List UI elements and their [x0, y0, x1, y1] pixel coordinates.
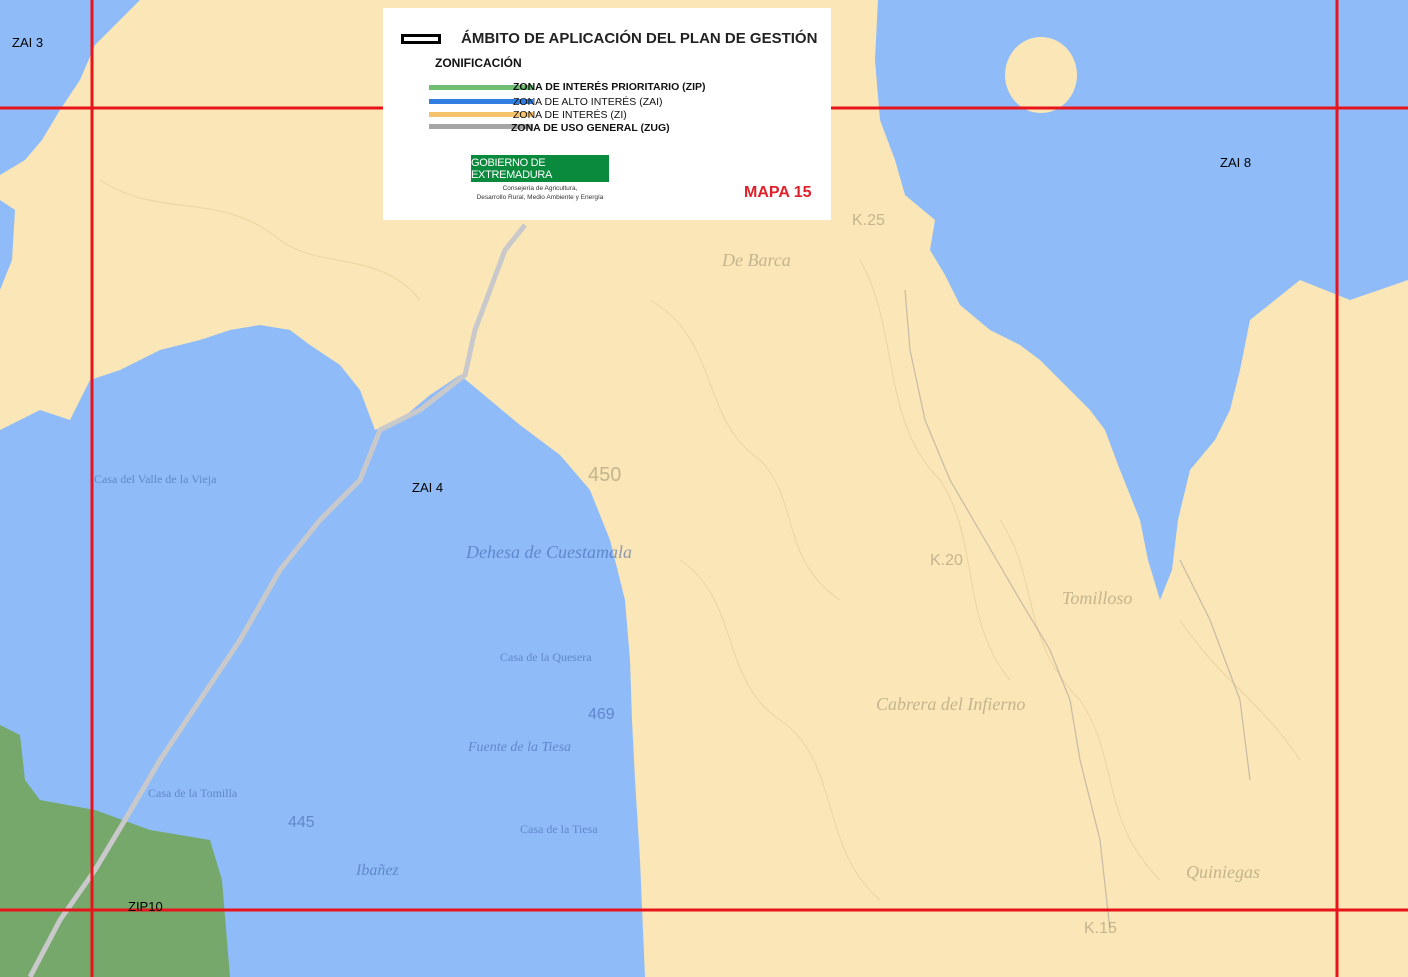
swatch-zi [429, 112, 533, 117]
place-casa-tomilla: Casa de la Tomilla [148, 786, 238, 800]
place-h450: 450 [588, 464, 622, 486]
place-de-barca: De Barca [722, 250, 791, 270]
legend-label-zip: ZONA DE INTERÉS PRIORITARIO (ZIP) [513, 81, 706, 93]
roads [27, 223, 527, 977]
zone-label-zai8: ZAI 8 [1220, 155, 1252, 170]
place-fuente: Fuente de la Tiesa [468, 740, 572, 755]
zone-label-zai4: ZAI 4 [412, 480, 444, 495]
place-casa-tiesa: Casa de la Tiesa [520, 822, 598, 836]
legend-panel: ÁMBITO DE APLICACIÓN DEL PLAN DE GESTIÓN… [383, 8, 831, 220]
zai8-area [875, 0, 1408, 600]
zone-label-zai3: ZAI 3 [12, 35, 44, 50]
place-quiniegas: Quiniegas [1186, 862, 1260, 882]
zai4-area [0, 325, 645, 977]
legend-entry-zug [429, 124, 533, 129]
swatch-zip [429, 85, 533, 90]
place-h469: 469 [588, 706, 615, 723]
map-number: MAPA 15 [744, 184, 812, 201]
zone-label-zip10: ZIP10 [128, 899, 163, 914]
legend-entry-zip [429, 85, 533, 90]
legend-title: ÁMBITO DE APLICACIÓN DEL PLAN DE GESTIÓN [461, 30, 818, 47]
legend-label-zai: ZONA DE ALTO INTERÉS (ZAI) [513, 96, 663, 108]
swatch-zai [429, 99, 533, 104]
place-h445: 445 [288, 814, 315, 831]
place-dehesa: Dehesa de Cuestamala [466, 542, 632, 562]
contour-lines [99, 179, 1301, 901]
swatch-zug [429, 124, 533, 129]
place-casa-quesera: Casa de la Quesera [500, 650, 592, 664]
gov-sub-2: Desarrollo Rural, Medio Ambiente y Energ… [476, 194, 604, 201]
zai3-area [0, 0, 140, 175]
legend-entry-zai [429, 99, 533, 104]
place-tomilloso: Tomilloso [1062, 588, 1133, 608]
gov-sub-1: Consejería de Agricultura, [502, 185, 578, 192]
zi-island [1005, 37, 1077, 113]
gov-badge: GOBIERNO DE EXTREMADURA [471, 155, 609, 182]
boundary-swatch [401, 33, 441, 44]
zai-left-strip [0, 200, 15, 290]
place-k15: K.15 [1084, 920, 1117, 937]
legend-entry-zi [429, 112, 533, 117]
place-k20: K.20 [930, 552, 963, 569]
legend-label-zug: ZONA DE USO GENERAL (ZUG) [511, 122, 670, 134]
legend-title-row: ÁMBITO DE APLICACIÓN DEL PLAN DE GESTIÓN [401, 30, 817, 47]
minor-roads [904, 289, 1251, 931]
place-casa-valle: Casa del Valle de la Vieja [94, 472, 217, 486]
zip10-area [0, 725, 230, 977]
place-cabrera: Cabrera del Infierno [876, 694, 1026, 714]
legend-label-zi: ZONA DE INTERÉS (ZI) [513, 109, 627, 121]
place-ibanez: Ibañez [356, 862, 399, 879]
legend-subtitle: ZONIFICACIÓN [435, 56, 522, 70]
place-k25: K.25 [852, 212, 885, 229]
